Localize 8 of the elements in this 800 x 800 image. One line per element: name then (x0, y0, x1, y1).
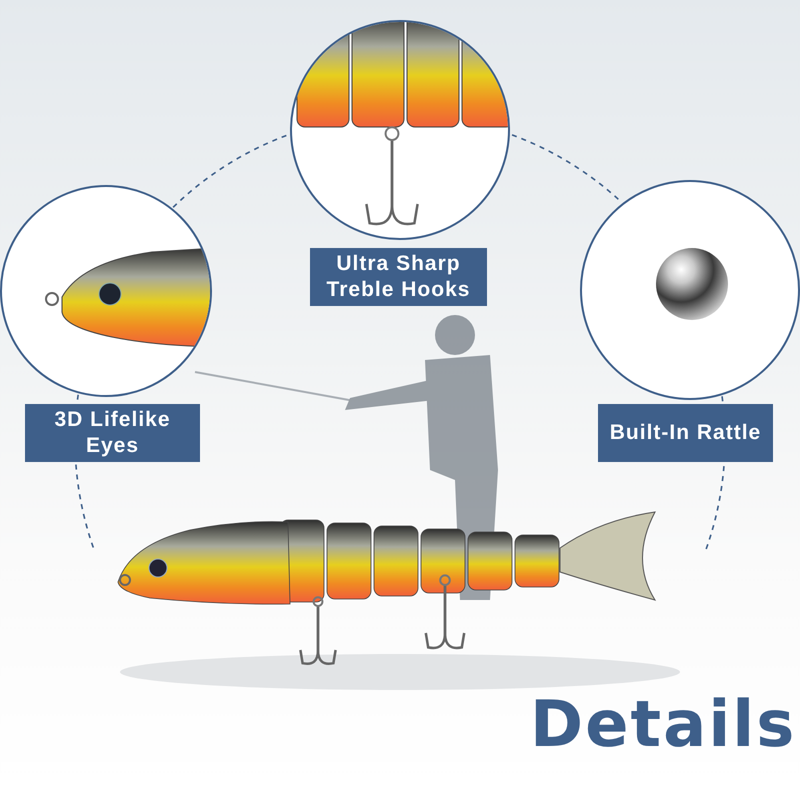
feature-text: 3D Lifelike Eyes (53, 407, 172, 459)
feature-text: Built-In Rattle (610, 420, 762, 446)
feature-label (25, 404, 200, 462)
feature-text: Ultra Sharp Treble Hooks (326, 251, 472, 303)
feature-label (310, 248, 487, 306)
feature-label (598, 404, 773, 462)
title: Details (530, 688, 796, 762)
dashed-connector (172, 134, 289, 208)
